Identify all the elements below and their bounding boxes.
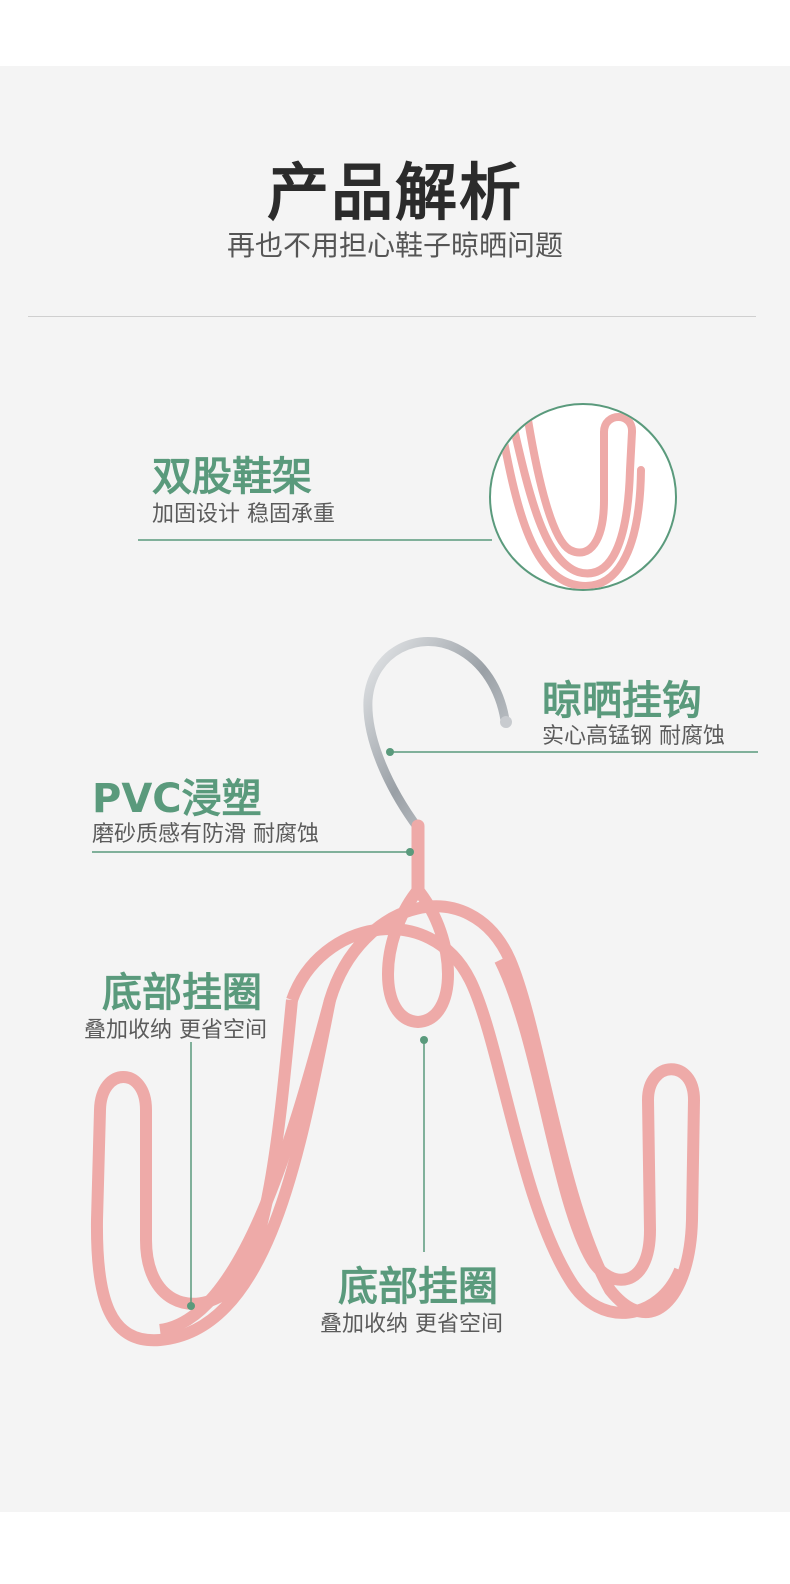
page-title: 产品解析 bbox=[266, 156, 523, 229]
divider bbox=[28, 316, 756, 317]
feature-hook-title: 晾晒挂钩 bbox=[542, 678, 702, 724]
page-subtitle: 再也不用担心鞋子晾晒问题 bbox=[226, 229, 563, 262]
feature-bottom-loop-center-desc: 叠加收纳 更省空间 bbox=[320, 1312, 503, 1337]
feature-bottom-loop-left-desc: 叠加收纳 更省空间 bbox=[84, 1018, 267, 1043]
feature-pvc-desc: 磨砂质感有防滑 耐腐蚀 bbox=[92, 822, 319, 847]
hook-tip bbox=[500, 716, 512, 728]
inner-arch bbox=[286, 923, 686, 1319]
left-shoe-hook bbox=[90, 998, 336, 1347]
feature-bottom-loop-center-title: 底部挂圈 bbox=[338, 1264, 498, 1310]
feature-pvc-title: PVC浸塑 bbox=[92, 776, 262, 822]
steel-hook bbox=[363, 637, 510, 833]
feature-double-rack-desc: 加固设计 稳固承重 bbox=[152, 502, 335, 527]
feature-bottom-loop-left-title: 底部挂圈 bbox=[102, 970, 262, 1016]
feature-hook-desc: 实心高锰钢 耐腐蚀 bbox=[542, 724, 725, 749]
detail-zoom-circle bbox=[489, 403, 677, 591]
feature-double-rack-title: 双股鞋架 bbox=[152, 454, 312, 500]
